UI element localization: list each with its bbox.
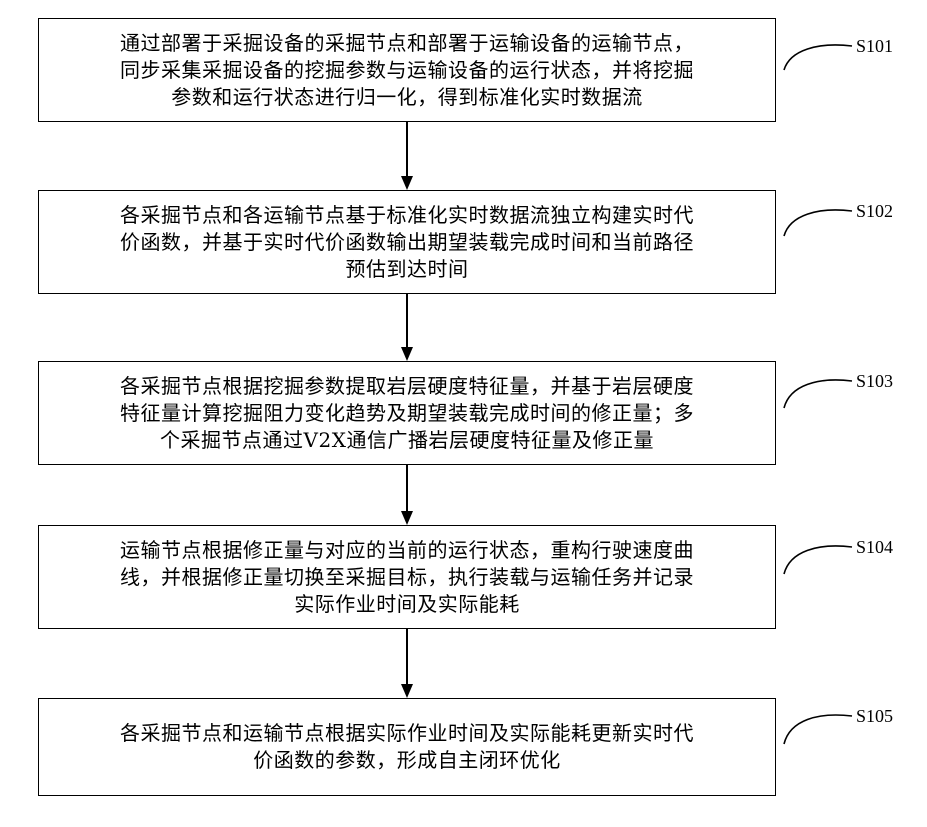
leader-line-s105 — [784, 715, 852, 744]
step-text-s101: 通过部署于采掘设备的采掘节点和部署于运输设备的运输节点， 同步采集采掘设备的挖掘… — [48, 30, 766, 111]
step-label-s104: S104 — [856, 537, 893, 557]
step-label-s103: S103 — [856, 371, 893, 391]
leader-line-s102 — [784, 210, 852, 236]
step-box-s104: 运输节点根据修正量与对应的当前的运行状态，重构行驶速度曲 线，并根据修正量切换至… — [38, 525, 776, 629]
step-box-s102: 各采掘节点和各运输节点基于标准化实时数据流独立构建实时代 价函数，并基于实时代价… — [38, 190, 776, 294]
leader-line-s103 — [784, 380, 852, 408]
arrow-s103-s104 — [401, 465, 413, 525]
step-text-s104: 运输节点根据修正量与对应的当前的运行状态，重构行驶速度曲 线，并根据修正量切换至… — [48, 537, 766, 618]
step-text-s105: 各采掘节点和运输节点根据实际作业时间及实际能耗更新实时代 价函数的参数，形成自主… — [48, 720, 766, 774]
step-text-s102: 各采掘节点和各运输节点基于标准化实时数据流独立构建实时代 价函数，并基于实时代价… — [48, 202, 766, 283]
arrow-s101-s102 — [401, 122, 413, 190]
step-label-s102: S102 — [856, 201, 893, 221]
arrow-s102-s103 — [401, 294, 413, 361]
leader-line-s101 — [784, 45, 852, 70]
step-label-s101: S101 — [856, 36, 893, 56]
leader-line-s104 — [784, 546, 852, 574]
step-box-s105: 各采掘节点和运输节点根据实际作业时间及实际能耗更新实时代 价函数的参数，形成自主… — [38, 698, 776, 796]
step-box-s101: 通过部署于采掘设备的采掘节点和部署于运输设备的运输节点， 同步采集采掘设备的挖掘… — [38, 18, 776, 122]
step-box-s103: 各采掘节点根据挖掘参数提取岩层硬度特征量，并基于岩层硬度 特征量计算挖掘阻力变化… — [38, 361, 776, 465]
step-text-s103: 各采掘节点根据挖掘参数提取岩层硬度特征量，并基于岩层硬度 特征量计算挖掘阻力变化… — [48, 373, 766, 454]
step-label-s105: S105 — [856, 706, 893, 726]
arrow-s104-s105 — [401, 629, 413, 698]
